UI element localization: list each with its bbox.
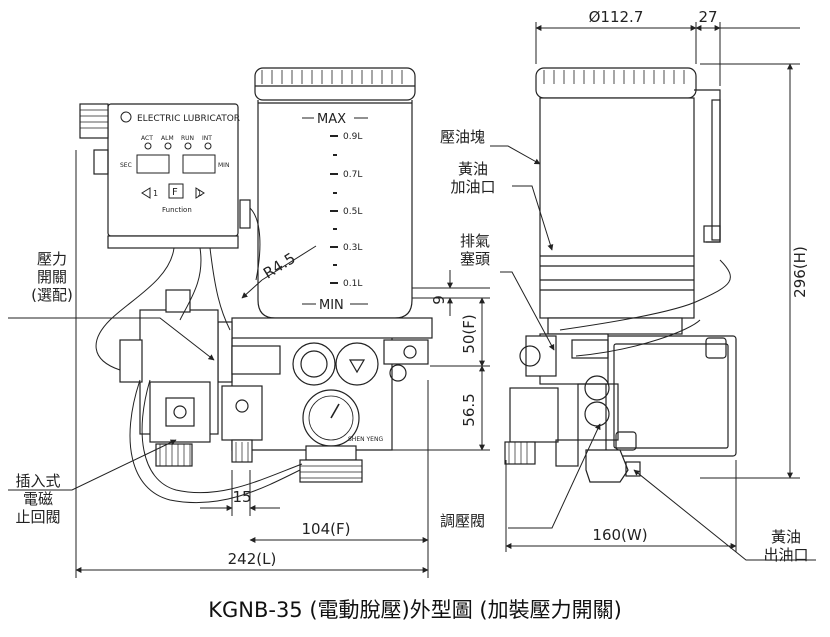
label-oil-block: 壓油塊 — [440, 128, 486, 146]
dim-50f: 50(F) — [460, 314, 478, 353]
min-label: MIN — [218, 162, 229, 169]
min-level-label: MIN — [319, 298, 344, 313]
sec-label: SEC — [120, 162, 132, 169]
label-grease-outlet: 黃油 出油口 — [763, 528, 809, 564]
max-label: MAX — [317, 112, 346, 127]
dim-diameter: Ø112.7 — [589, 8, 644, 26]
dim-242l: 242(L) — [228, 550, 277, 568]
right-arrow-key: 1 — [197, 189, 202, 198]
indicator-alm: ALM — [161, 135, 174, 142]
dim-56-5: 56.5 — [460, 393, 478, 426]
level-01: 0.1L — [343, 279, 362, 289]
drawing-caption: KGNB-35 (電動脫壓)外型圖 (加裝壓力開關) — [208, 598, 622, 622]
function-label: Function — [162, 206, 192, 214]
indicator-run: RUN — [181, 135, 194, 142]
level-07: 0.7L — [343, 170, 362, 180]
level-03: 0.3L — [343, 243, 362, 253]
f-key: F — [172, 187, 178, 198]
dim-height: 296(H) — [791, 246, 809, 298]
dim-radius: R4.5 — [260, 249, 299, 282]
level-09: 0.9L — [343, 132, 362, 142]
lubricator-display: ELECTRIC LUBRICATOR ACT ALM RUN INT SEC … — [120, 111, 240, 214]
reservoir-scale: MAX MIN 0.9L 0.7L 0.5L 0.3L 0.1L SHEN YE… — [302, 112, 383, 443]
indicator-int: INT — [202, 135, 212, 142]
dim-9: 9 — [430, 295, 448, 305]
label-regulator: 調壓閥 — [440, 512, 486, 530]
dim-160w: 160(W) — [592, 526, 647, 544]
unit-brand: ELECTRIC LUBRICATOR — [137, 114, 240, 124]
dim-15: 15 — [232, 488, 251, 506]
level-05: 0.5L — [343, 207, 362, 217]
label-grease-fill: 黃油 加油口 — [450, 160, 496, 196]
dimension-lines — [75, 22, 800, 578]
front-view — [79, 67, 433, 504]
indicator-act: ACT — [141, 135, 153, 142]
leader-lines — [8, 145, 816, 561]
side-view — [504, 67, 737, 483]
label-pressure-switch: 壓力 開關 (選配) — [31, 250, 73, 304]
label-vent-plug: 排氣 塞頭 — [459, 232, 490, 268]
gauge-brand-text: SHEN YENG — [348, 436, 383, 443]
label-check-valve: 插入式 電磁 止回閥 — [15, 472, 61, 526]
dim-104f: 104(F) — [302, 520, 351, 538]
dim-offset: 27 — [698, 8, 717, 26]
left-arrow-key: 1 — [153, 189, 158, 198]
